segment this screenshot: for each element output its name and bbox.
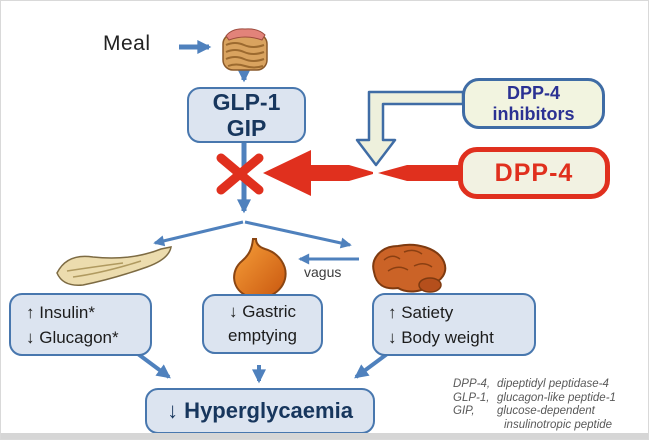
hyperglycaemia-node: ↓ Hyperglycaemia (145, 388, 375, 434)
incretin-node: GLP-1 GIP (187, 87, 306, 143)
dpp4-action-arrow-head (263, 150, 373, 196)
footnote-line: DPP-4, dipeptidyl peptidase-4 (453, 378, 648, 392)
hyperglycaemia-label: ↓ Hyperglycaemia (167, 398, 353, 423)
footnote-text: glucose-dependent (497, 405, 595, 417)
footnote-abbr (453, 419, 497, 433)
incretin-line-glp1: GLP-1 (212, 89, 281, 115)
branch-to-brain-arrow (244, 220, 352, 249)
vagus-label: vagus (304, 264, 342, 280)
footnote-line: GIP, glucose-dependent (453, 405, 648, 419)
footnote-line: insulinotropic peptide (453, 419, 648, 433)
bodyweight-line: ↓ Body weight (388, 327, 494, 347)
abbreviation-footnote: DPP-4, dipeptidyl peptidase-4 GLP-1, glu… (453, 378, 648, 432)
intestine-icon (222, 28, 268, 71)
footnote-abbr: DPP-4, (453, 378, 491, 390)
footnote-text: dipeptidyl peptidase-4 (497, 378, 609, 390)
meal-label: Meal (103, 32, 151, 55)
dpp4-action-arrow-tail (378, 165, 459, 181)
brain-icon (372, 243, 447, 293)
insulin-to-outcome-arrow (136, 352, 171, 379)
insulin-line: ↑ Insulin* (26, 302, 95, 322)
insulin-glucagon-node: ↑ Insulin* ↓ Glucagon* (9, 293, 152, 356)
stomach-icon (233, 238, 287, 300)
dpp4-node: DPP-4 (458, 147, 610, 199)
satiety-bodyweight-node: ↑ Satiety ↓ Body weight (372, 293, 536, 356)
pancreas-icon (56, 246, 172, 286)
dpp4-inhibitors-node: DPP-4 inhibitors (462, 78, 605, 129)
satiety-line: ↑ Satiety (388, 302, 454, 322)
footnote-abbr: GLP-1, (453, 391, 490, 404)
gastric-line-1: ↓ Gastric (228, 302, 297, 321)
blocked-cross-icon (216, 153, 264, 195)
bottom-edge-bar (1, 433, 648, 439)
footnote-line: GLP-1, glucagon-like peptide-1 (453, 392, 648, 406)
gastric-line-2: emptying (228, 326, 297, 345)
inhibitors-line-1: DPP-4 (506, 82, 560, 103)
footnote-text: glucagon-like peptide-1 (497, 391, 616, 404)
footnote-abbr: GIP, (453, 405, 475, 417)
inhibitor-block-arrow (355, 90, 465, 167)
satiety-to-outcome-arrow (354, 352, 389, 379)
dpp4-label: DPP-4 (494, 158, 574, 187)
footnote-text: insulinotropic peptide (504, 418, 613, 431)
gastric-emptying-node: ↓ Gastric emptying (202, 294, 323, 354)
glucagon-line: ↓ Glucagon* (26, 327, 119, 347)
incretin-line-gip: GIP (226, 115, 267, 141)
branch-to-pancreas-arrow (153, 220, 244, 247)
inhibitors-line-2: inhibitors (492, 103, 575, 124)
